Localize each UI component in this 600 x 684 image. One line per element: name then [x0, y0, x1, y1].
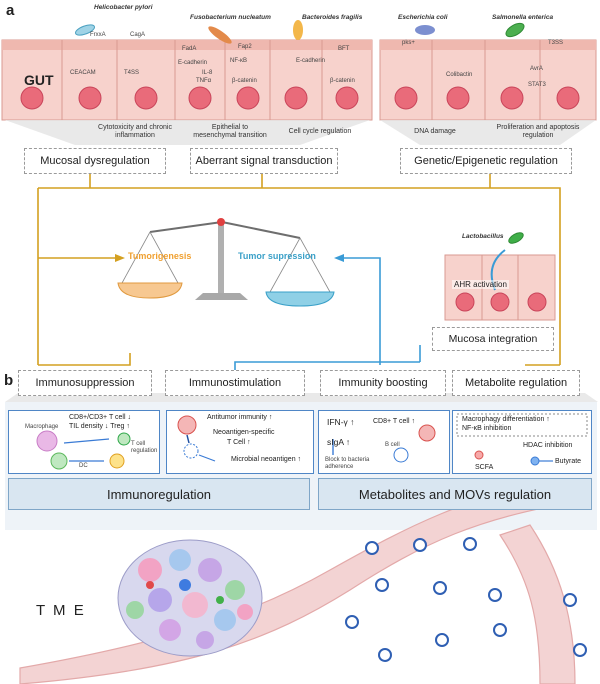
dc-label: DC [79, 463, 88, 469]
tme-label: T M E [36, 602, 86, 619]
mol-label: NF-κB [230, 58, 247, 64]
mol-label: FrxxA [90, 32, 106, 38]
mol-label: BFT [338, 46, 350, 52]
bacteria-fusobacterium: Fusobacterium nucleatum [190, 14, 271, 21]
metab-line1: Macrophagy differentiation ↑ [462, 416, 550, 423]
bcell-label: B cell [385, 442, 400, 448]
ahr-activation-label: AHR activation [452, 280, 509, 289]
immunosuppression-panel: Macrophage DC CD8+/CD3+ T cell ↓ TIL den… [8, 410, 160, 474]
label-tumor-supression: Tumor supression [238, 251, 316, 261]
mol-label: FadA [182, 46, 197, 52]
bacteria-helicobacter: Helicobacter pylori [94, 4, 153, 11]
mol-label: E-cadherin [178, 60, 208, 66]
metab-line2: NF-κB inhibition [462, 425, 512, 432]
label-tumorigenesis: Tumorigenesis [128, 251, 192, 261]
siga-label: sIgA ↑ [327, 437, 351, 447]
macrophage-label: Macrophage [25, 424, 59, 430]
gut-epithelium-left [1, 39, 373, 121]
butyrate-label: Butyrate [555, 458, 582, 465]
scfa-label: SCFA [475, 464, 494, 471]
panel-a-letter: a [6, 2, 15, 19]
mol-label: β-catenin [330, 78, 355, 84]
stim-line2: Neoantigen-specific [213, 429, 275, 436]
block-adherence-label: Block to bacteria adherence [325, 457, 370, 470]
panel-b-letter: b [4, 372, 14, 389]
immunity-boosting-panel: IFN-γ ↑ CD8+ T cell ↑ sIgA ↑ B cell Bloc… [318, 410, 450, 474]
mol-label: pks+ [402, 40, 415, 46]
stim-line1: Antitumor immunity ↑ [207, 414, 273, 421]
bacteria-escherichia: Escherichia coli [398, 14, 448, 21]
blue-connector [234, 257, 421, 375]
category-immunity-boosting: Immunity boosting [320, 370, 446, 396]
balance-scale [117, 218, 335, 307]
mol-label: Colibactin [446, 72, 473, 78]
gut-label: GUT [24, 72, 54, 88]
metabolite-regulation-panel: Macrophagy differentiation ↑ NF-κB inhib… [452, 410, 592, 474]
tcell-regulation-label: T cell regulation [131, 441, 158, 454]
bacteria-shapes [75, 20, 525, 44]
category-immunosuppression: Immunosuppression [18, 370, 152, 396]
gold-connector [37, 172, 561, 366]
category-metabolite-regulation: Metabolite regulation [452, 370, 580, 396]
cd8-label: CD8+ T cell ↑ [373, 418, 415, 425]
box-metabolites-movs: Metabolites and MOVs regulation [318, 478, 592, 510]
effect-caption: DNA damage [414, 128, 456, 135]
mol-label: Fap2 [238, 44, 252, 50]
immunosuppression-line1: CD8+/CD3+ T cell ↓ [69, 414, 131, 421]
bacteria-bacteroides: Bacteroides fragilis [302, 14, 363, 21]
vesicles [345, 537, 587, 662]
category-mucosal-dysregulation: Mucosal dysregulation [24, 148, 166, 174]
hdac-label: HDAC inhibition [523, 442, 573, 449]
mol-label: CagA [130, 32, 146, 38]
immunostimulation-panel: Antitumor immunity ↑ Neoantigen-specific… [166, 410, 314, 474]
ifn-gamma-label: IFN-γ ↑ [327, 417, 355, 427]
mol-label: STAT3 [528, 82, 546, 88]
effect-caption: Proliferation and apoptosis regulation [496, 124, 580, 139]
immunosuppression-line2: TIL density ↓ Treg ↑ [69, 423, 130, 430]
stim-line3: T Cell ↑ [227, 439, 251, 446]
category-immunostimulation: Immunostimulation [165, 370, 305, 396]
mol-label: β-catenin [232, 78, 257, 84]
mol-label: IL-8 [202, 70, 213, 76]
effect-caption: Epithelial to mesenchymal transition [193, 124, 267, 139]
bacteria-lactobacillus: Lactobacillus [462, 233, 504, 240]
bacteria-salmonella: Salmonella enterica [492, 14, 554, 21]
mol-label: T3SS [548, 40, 564, 46]
stim-line4: Microbial neoantigen ↑ [231, 456, 302, 463]
mol-label: E-cadherin [296, 58, 326, 64]
mol-label: T4SS [124, 70, 140, 76]
box-immunoregulation: Immunoregulation [8, 478, 310, 510]
mol-label: TNFα [196, 78, 212, 84]
category-aberrant-signal: Aberrant signal transduction [190, 148, 338, 174]
category-mucosa-integration: Mucosa integration [432, 327, 554, 351]
gut-epithelium-right [379, 39, 597, 121]
effect-caption: Cell cycle regulation [288, 128, 352, 135]
effect-caption: Cytotoxicity and chronic inflammation [98, 124, 172, 139]
mol-label: AvrA [530, 66, 543, 72]
tumor-mass [117, 539, 263, 657]
category-genetic-epigenetic: Genetic/Epigenetic regulation [400, 148, 572, 174]
mol-label: CEACAM [70, 70, 96, 76]
